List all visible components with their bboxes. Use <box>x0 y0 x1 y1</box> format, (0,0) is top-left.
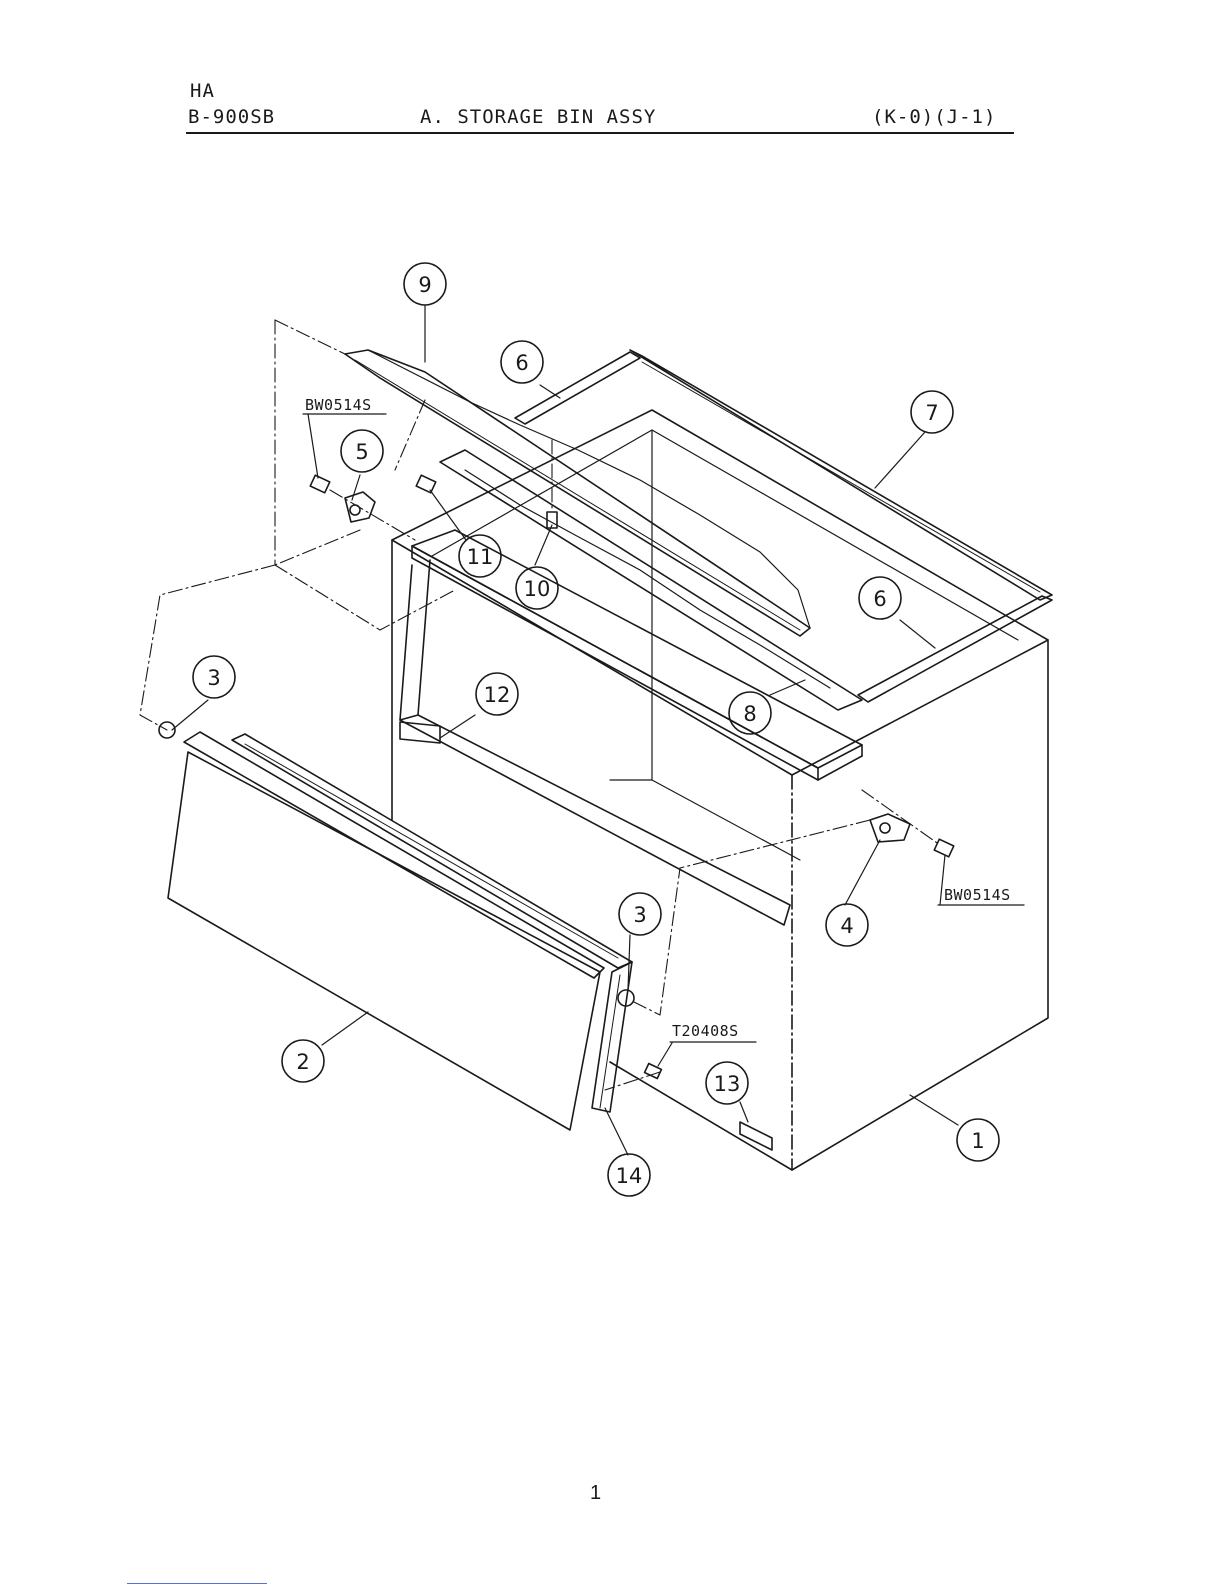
bottom-link-underline <box>127 1583 267 1584</box>
storage-bin-cabinet <box>392 410 1048 1170</box>
door-part-2 <box>168 732 632 1130</box>
svg-text:9: 9 <box>418 273 431 297</box>
top-channel-part-9 <box>345 350 810 636</box>
svg-text:13: 13 <box>714 1072 741 1096</box>
hinge-4 <box>870 814 910 842</box>
callout-6-right: 6 <box>859 577 901 619</box>
rail-part-8 <box>440 450 862 710</box>
callout-5: 5 <box>341 430 383 472</box>
part-code-bw0514s-right: BW0514S <box>938 886 1024 905</box>
assembly-lines <box>140 320 940 1090</box>
callout-8: 8 <box>729 692 771 734</box>
svg-text:4: 4 <box>840 914 853 938</box>
screw-bw0514s-right <box>934 839 954 857</box>
callout-13: 13 <box>706 1062 748 1104</box>
callout-7: 7 <box>911 391 953 433</box>
svg-text:1: 1 <box>971 1129 984 1153</box>
hinge-5 <box>345 492 375 522</box>
svg-text:3: 3 <box>633 903 646 927</box>
svg-text:14: 14 <box>616 1164 643 1188</box>
svg-text:3: 3 <box>207 666 220 690</box>
svg-text:6: 6 <box>515 351 528 375</box>
svg-text:5: 5 <box>355 440 368 464</box>
callout-14: 14 <box>608 1154 650 1196</box>
callout-3-left: 3 <box>193 656 235 698</box>
callout-3-right: 3 <box>619 893 661 935</box>
svg-text:6: 6 <box>873 587 886 611</box>
svg-text:7: 7 <box>925 401 938 425</box>
part-code-t20408s: T20408S <box>670 1022 756 1042</box>
callout-12: 12 <box>476 673 518 715</box>
svg-text:8: 8 <box>743 702 756 726</box>
cabinet-label-12 <box>400 722 440 743</box>
svg-text:11: 11 <box>467 545 494 569</box>
svg-text:2: 2 <box>296 1050 309 1074</box>
callout-11: 11 <box>459 535 501 577</box>
svg-text:BW0514S: BW0514S <box>305 396 372 414</box>
svg-text:12: 12 <box>484 683 511 707</box>
page-number: 1 <box>590 1482 601 1505</box>
leader-lines <box>172 305 958 1155</box>
screw-bw0514s-left <box>310 475 330 493</box>
callout-1: 1 <box>957 1119 999 1161</box>
svg-text:BW0514S: BW0514S <box>944 886 1011 904</box>
callout-4: 4 <box>826 904 868 946</box>
callout-9: 9 <box>404 263 446 305</box>
part-code-bw0514s-left: BW0514S <box>303 396 386 414</box>
cabinet-label-13 <box>740 1122 772 1150</box>
callout-6-top: 6 <box>501 341 543 383</box>
callout-2: 2 <box>282 1040 324 1082</box>
top-cover-frame <box>515 350 1052 702</box>
screw-11 <box>416 475 436 493</box>
svg-text:10: 10 <box>524 577 551 601</box>
svg-text:T20408S: T20408S <box>672 1022 739 1040</box>
